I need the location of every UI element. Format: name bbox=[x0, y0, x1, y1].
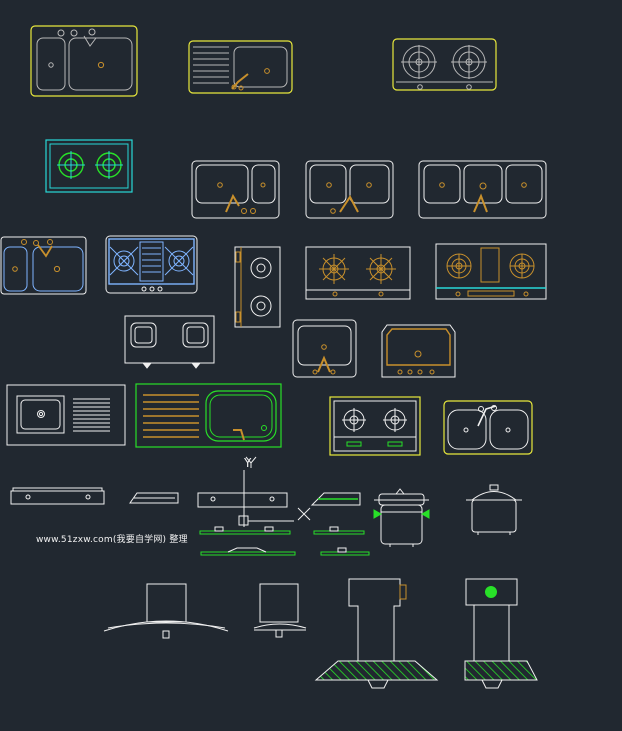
gas-stove-orange-cyan bbox=[435, 243, 547, 300]
stove-side-elevation bbox=[10, 487, 105, 505]
sink-with-drainboard-yellow bbox=[188, 40, 293, 94]
range-hood-column bbox=[314, 578, 439, 689]
single-sink-orange bbox=[381, 324, 456, 378]
electric-hob-vertical bbox=[234, 246, 281, 328]
range-hood-large bbox=[103, 583, 229, 639]
double-sink-yellow-round bbox=[443, 400, 533, 455]
stove-with-grill-blue bbox=[105, 235, 198, 294]
sink-with-drainboard-white bbox=[6, 384, 126, 446]
sink-with-drainboard-green bbox=[135, 383, 282, 448]
stove-side-green bbox=[310, 492, 370, 556]
double-sink-white-2 bbox=[305, 160, 394, 219]
gas-stove-yellow-frame bbox=[329, 396, 421, 456]
double-tray-unit bbox=[124, 315, 215, 369]
axis-y-label: Y bbox=[243, 456, 252, 470]
double-sink-yellow bbox=[30, 25, 138, 97]
range-hood-side bbox=[129, 492, 179, 504]
single-sink-white bbox=[292, 319, 357, 378]
gas-stove-yellow bbox=[392, 38, 497, 91]
triple-sink-white bbox=[418, 160, 547, 219]
range-hood-column-green bbox=[464, 578, 538, 689]
pressure-cooker bbox=[466, 484, 522, 535]
range-hood-small bbox=[253, 583, 307, 638]
stove-elevation-axis bbox=[197, 456, 311, 556]
watermark-caption: www.51zxw.com(我要自学网) 整理 bbox=[36, 535, 188, 545]
double-sink-white bbox=[191, 160, 280, 219]
gas-stove-cyan bbox=[45, 139, 133, 193]
gas-stove-orange bbox=[305, 246, 411, 300]
double-sink-blue bbox=[0, 236, 87, 295]
rice-cooker bbox=[373, 488, 430, 547]
